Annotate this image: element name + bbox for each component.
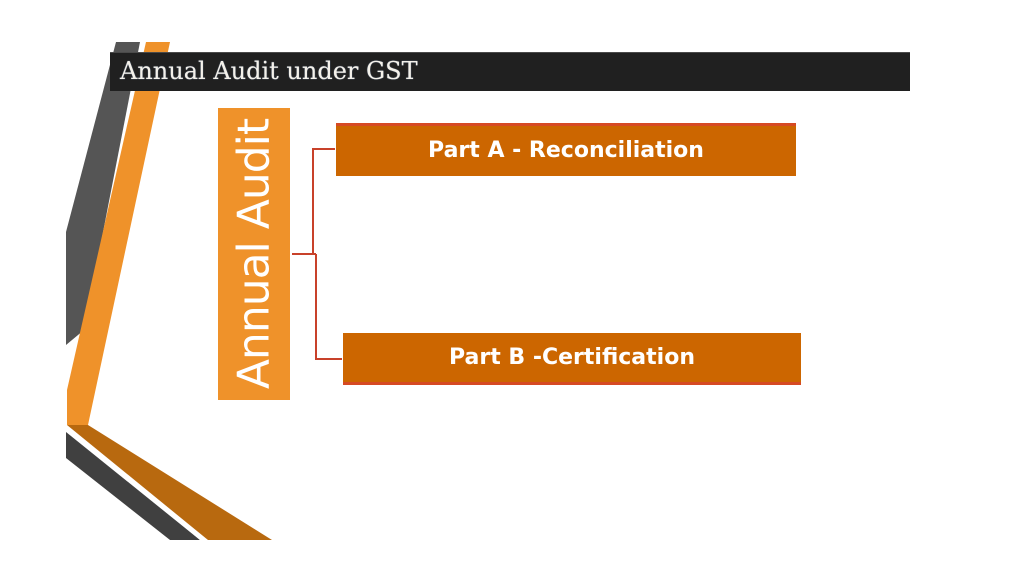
slide-title: Annual Audit under GST [120,57,418,85]
title-bar: Annual Audit under GST [110,52,910,91]
branch-node-part-b: Part B -Certification [343,333,801,385]
connector-part-a [312,148,335,254]
orange-bottom-band [67,425,272,540]
branch-node-part-a: Part A - Reconciliation [336,123,796,176]
branch-label-part-a: Part A - Reconciliation [428,137,704,163]
root-node: Annual Audit [218,108,290,400]
root-node-label: Annual Audit [228,118,280,390]
dark-bottom-band [66,432,200,540]
gray-stripe [66,42,140,345]
branch-label-part-b: Part B -Certification [449,345,695,370]
connector-part-b [315,254,342,360]
white-separator [66,428,205,540]
orange-stripe [67,42,170,425]
tree-connector [292,148,342,360]
